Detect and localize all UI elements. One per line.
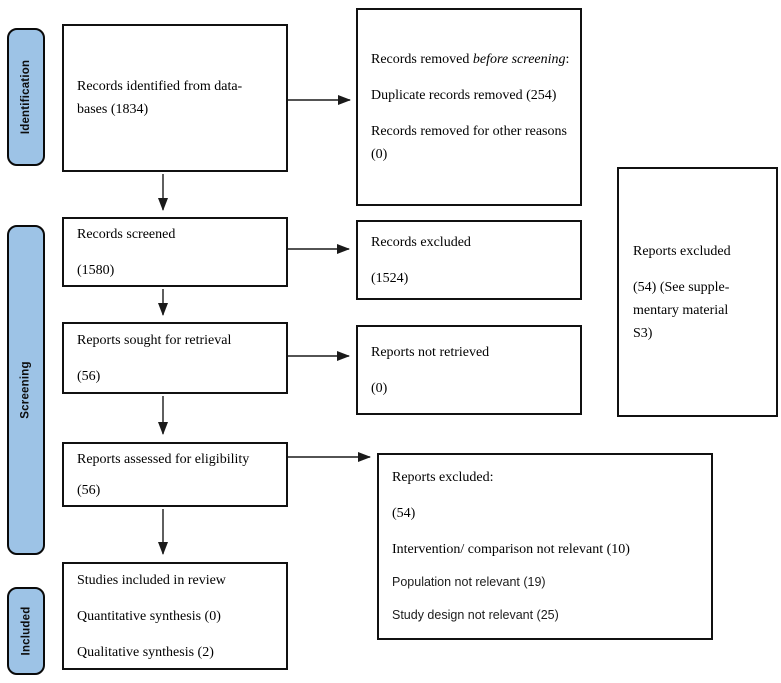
reports-excluded-supp-line2: (54) (See supple- (633, 279, 730, 295)
box-records-excluded: Records excluded (1524) (356, 220, 582, 300)
box-reports-assessed: Reports assessed for eligibility (56) (62, 442, 288, 507)
box-records-identified: Records identified from data- bases (183… (62, 24, 288, 172)
reports-excluded-reasons-title: Reports excluded: (392, 470, 494, 485)
stage-included: Included (7, 587, 45, 675)
quantitative-synthesis: Quantitative synthesis (0) (77, 608, 221, 624)
stage-identification: Identification (7, 28, 45, 166)
reports-sought-label: Reports sought for retrieval (77, 332, 232, 348)
records-screened-label: Records screened (77, 226, 176, 242)
reports-excluded-supp-line4: S3) (633, 325, 653, 341)
records-identified-text: Records identified from data- bases (183… (77, 75, 278, 121)
records-removed-heading: Records removed before screening: (371, 48, 572, 71)
reports-assessed-label: Reports assessed for eligibility (77, 451, 250, 467)
records-removed-other: Records removed for other reasons (0) (371, 124, 567, 162)
reason-study-design: Study design not relevant (25) (392, 608, 559, 622)
reports-not-retrieved-label: Reports not retrieved (371, 344, 490, 360)
reports-assessed-count: (56) (77, 482, 101, 498)
records-excluded-count: (1524) (371, 270, 409, 286)
records-removed-heading-suffix: : (565, 52, 570, 67)
reports-excluded-supp-line3: mentary material (633, 302, 729, 318)
qualitative-synthesis: Qualitative synthesis (2) (77, 644, 214, 660)
records-removed-heading-prefix: Records removed (371, 52, 473, 67)
box-records-screened: Records screened (1580) (62, 217, 288, 287)
box-reports-excluded-supplementary: Reports excluded (54) (See supple- menta… (617, 167, 778, 417)
stage-identification-label: Identification (20, 59, 33, 135)
records-removed-duplicates: Duplicate records removed (254) (371, 88, 557, 103)
stage-included-label: Included (20, 606, 33, 656)
records-removed-heading-italic: before screening (472, 52, 566, 67)
box-records-removed: Records removed before screening: Duplic… (356, 8, 582, 206)
studies-included-label: Studies included in review (77, 572, 226, 588)
records-screened-count: (1580) (77, 262, 115, 278)
reports-not-retrieved-count: (0) (371, 380, 388, 396)
reports-excluded-supp-label: Reports excluded (633, 243, 731, 259)
records-identified-line2: bases (1834) (77, 102, 149, 117)
reports-excluded-supp-detail: (54) (See supple- mentary material S3) (633, 276, 768, 345)
box-reports-not-retrieved: Reports not retrieved (0) (356, 325, 582, 415)
box-reports-sought: Reports sought for retrieval (56) (62, 322, 288, 394)
stage-screening-label: Screening (20, 361, 32, 419)
reason-intervention: Intervention/ comparison not relevant (1… (392, 542, 630, 557)
stage-screening: Screening (7, 225, 45, 555)
reports-sought-count: (56) (77, 368, 101, 384)
reason-population: Population not relevant (19) (392, 575, 546, 589)
reports-excluded-reasons-count: (54) (392, 506, 416, 521)
records-excluded-label: Records excluded (371, 234, 471, 250)
box-reports-excluded-reasons: Reports excluded: (54) Intervention/ com… (377, 453, 713, 640)
box-studies-included: Studies included in review Quantitative … (62, 562, 288, 670)
records-identified-line1: Records identified from data- (77, 79, 243, 94)
